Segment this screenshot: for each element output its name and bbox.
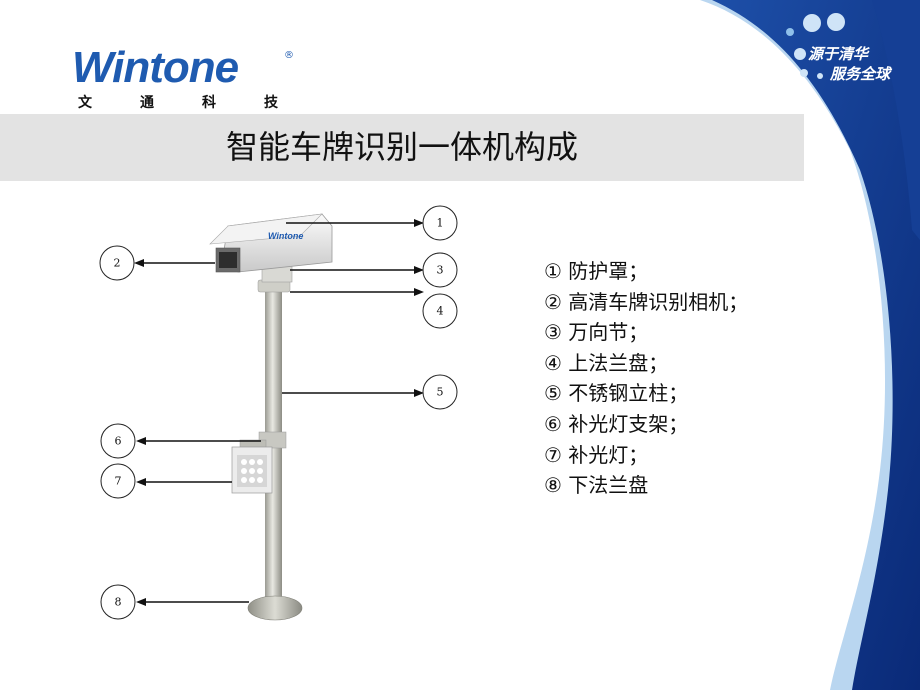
callout-number: 2 bbox=[114, 257, 121, 270]
bubble-icon bbox=[794, 48, 806, 60]
camera-brand-label: Wintone bbox=[268, 231, 303, 241]
bubble-icon bbox=[786, 28, 794, 36]
bubble-icon bbox=[800, 69, 808, 77]
legend-item: ③ 万向节； bbox=[544, 320, 649, 345]
bubble-icon bbox=[827, 13, 845, 31]
logo-chinese-name: 文 通 科 技 bbox=[78, 92, 278, 112]
callout-circle-1 bbox=[422, 205, 458, 241]
title-bar: 智能车牌识别一体机构成 bbox=[0, 114, 804, 181]
slogan: 源于清华 服务全球 bbox=[808, 44, 890, 84]
slide-title: 智能车牌识别一体机构成 bbox=[225, 128, 578, 166]
arrowhead-icon bbox=[414, 288, 424, 296]
logo-cn-char: 通 bbox=[140, 95, 154, 111]
arrowhead-icon bbox=[134, 259, 144, 267]
logo-cn-char: 文 bbox=[78, 95, 92, 111]
callout-number: 5 bbox=[437, 386, 444, 399]
legend-item: ② 高清车牌识别相机； bbox=[544, 289, 749, 314]
callout-circle-4 bbox=[422, 293, 458, 329]
component-legend: ① 防护罩； ② 高清车牌识别相机； ③ 万向节； ④ 上法兰盘； ⑤ 不锈钢立… bbox=[544, 256, 748, 501]
arrowhead-icon bbox=[136, 598, 146, 606]
legend-item: ⑦ 补光灯； bbox=[544, 442, 649, 467]
legend-item: ⑤ 不锈钢立柱； bbox=[544, 381, 689, 406]
arrowhead-icon bbox=[136, 437, 146, 445]
callout-number: 3 bbox=[437, 264, 444, 277]
lower-flange bbox=[247, 595, 303, 621]
arrowhead-icon bbox=[414, 219, 424, 227]
legend-item: ⑧ 下法兰盘 bbox=[544, 473, 649, 498]
camera-housing: Wintone bbox=[209, 213, 333, 273]
slogan-line-2: 服务全球 bbox=[830, 65, 891, 83]
callout-circle-8 bbox=[100, 584, 136, 620]
callout-circle-5 bbox=[422, 374, 458, 410]
legend-item: ① 防护罩； bbox=[544, 259, 649, 283]
callout-circle-6 bbox=[100, 423, 136, 459]
logo-cn-char: 技 bbox=[264, 95, 278, 111]
callout-number: 8 bbox=[115, 596, 122, 609]
slogan-line-1: 源于清华 bbox=[808, 45, 869, 63]
callout-number: 6 bbox=[115, 435, 122, 448]
callout-number: 1 bbox=[437, 217, 444, 230]
callout-circle-7 bbox=[100, 463, 136, 499]
bubble-icon bbox=[817, 73, 823, 79]
company-logo: Wintone ® 文 通 科 技 bbox=[72, 43, 294, 112]
bubble-icon bbox=[803, 14, 821, 32]
callout-number: 7 bbox=[115, 475, 122, 488]
logo-cn-char: 科 bbox=[202, 95, 216, 111]
legend-item: ④ 上法兰盘； bbox=[544, 350, 669, 375]
logo-registered-mark: ® bbox=[284, 50, 294, 61]
arrowhead-icon bbox=[414, 389, 424, 397]
callout-number: 4 bbox=[437, 305, 444, 318]
callout-circle-2 bbox=[99, 245, 135, 281]
fill-light bbox=[231, 446, 273, 494]
callout-circle-3 bbox=[422, 252, 458, 288]
logo-wordmark: Wintone bbox=[72, 43, 239, 92]
arrowhead-icon bbox=[136, 478, 146, 486]
legend-item: ⑥ 补光灯支架； bbox=[544, 411, 689, 436]
arrowhead-icon bbox=[414, 266, 424, 274]
